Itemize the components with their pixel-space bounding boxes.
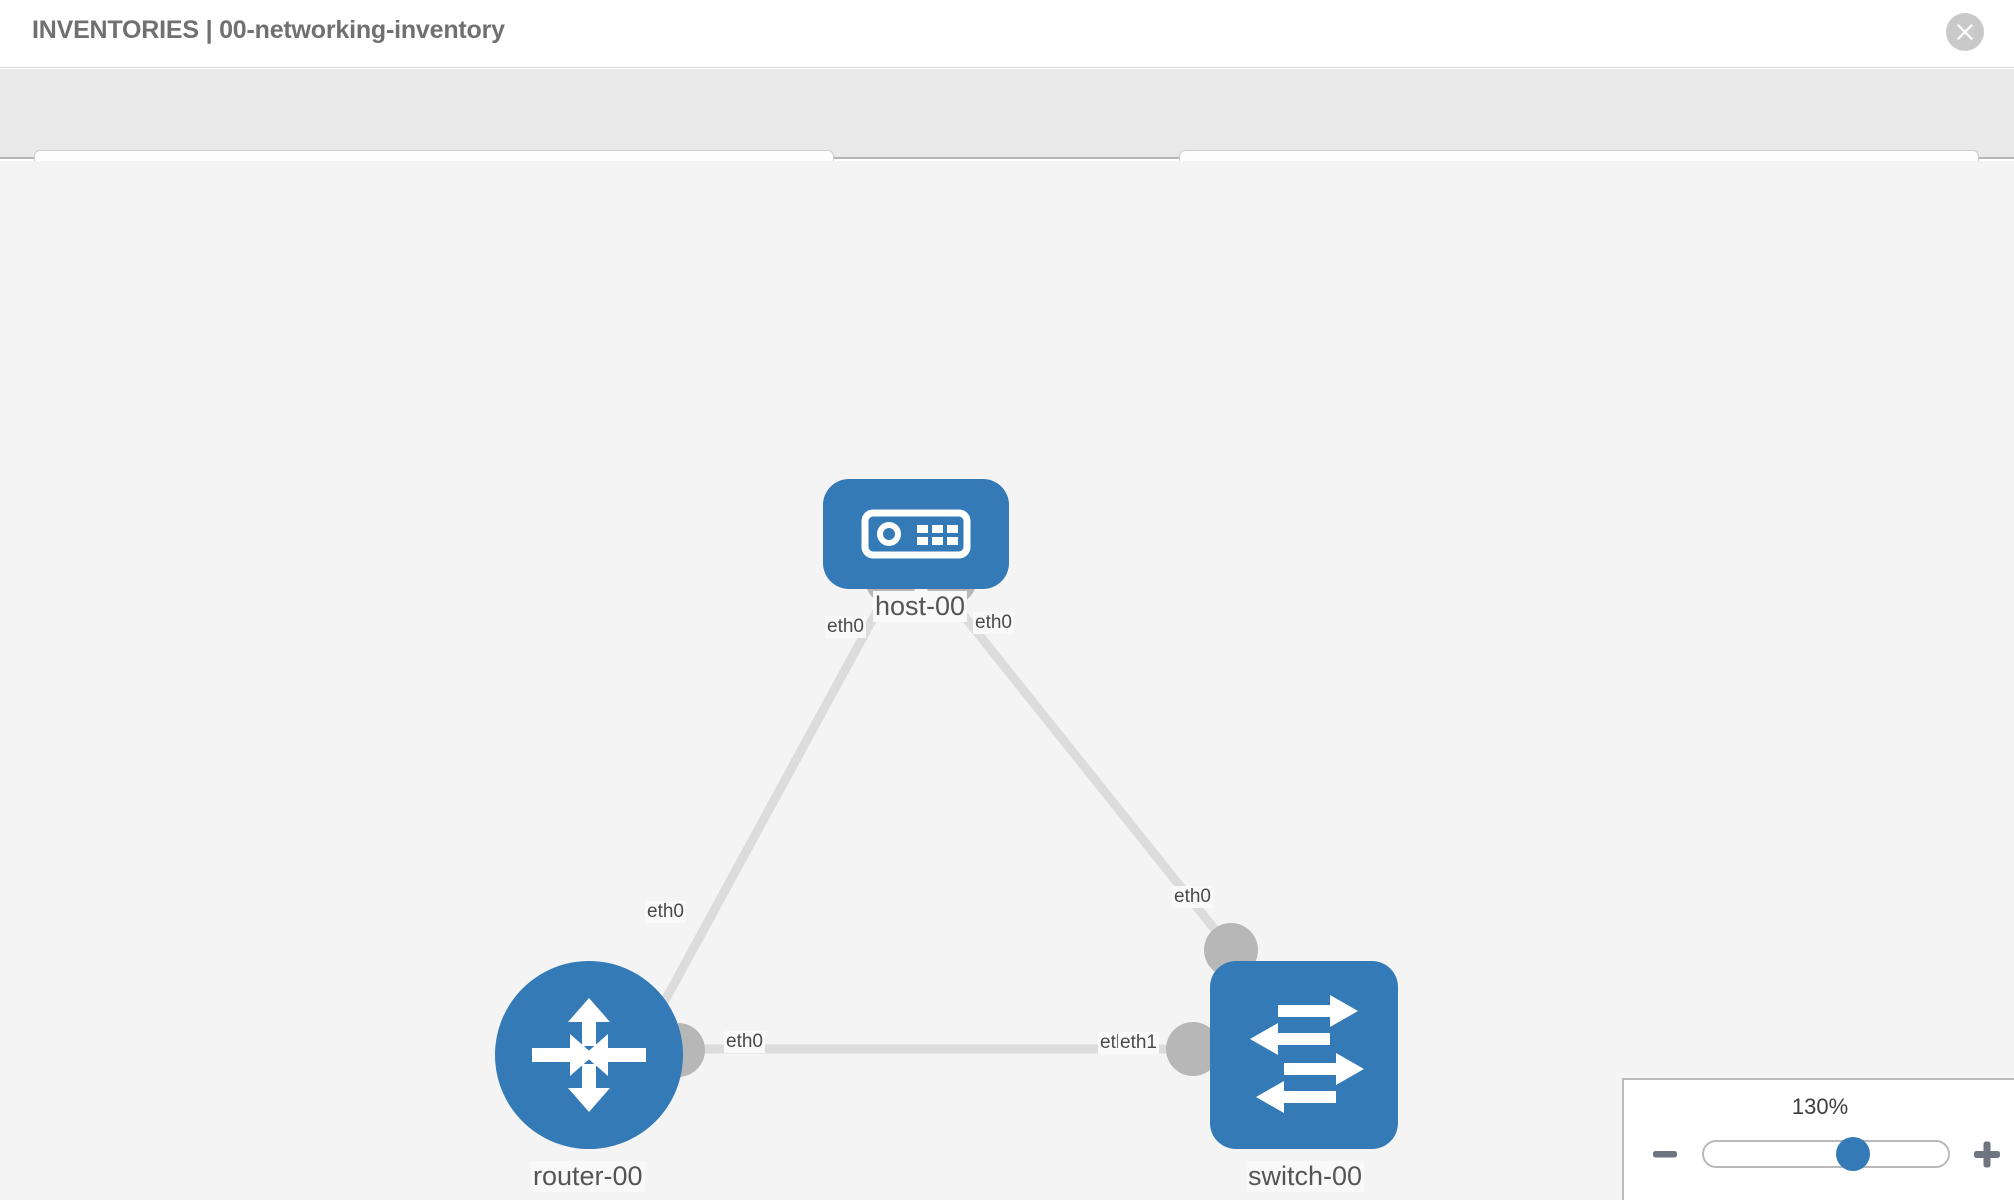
interface-label-switch-to-router: eth1: [1118, 1032, 1159, 1054]
node-label-switch-00: switch-00: [1246, 1161, 1365, 1192]
interface-label-switch-to-host: eth0: [1172, 886, 1213, 908]
zoom-control-panel: 130%: [1622, 1078, 2014, 1200]
zoom-slider-row: [1624, 1132, 2014, 1176]
node-label-host-00: host-00: [873, 591, 968, 622]
plus-icon[interactable]: [1964, 1132, 2010, 1176]
node-host-00[interactable]: [823, 479, 1009, 589]
zoom-level-value: 130%: [1791, 1094, 1849, 1119]
router-four-arrows-icon: [532, 998, 646, 1112]
interface-label-host-left: eth0: [825, 616, 866, 638]
topology-links: [651, 569, 1258, 1077]
page-header: INVENTORIES | 00-networking-inventory: [0, 0, 2014, 68]
node-switch-00[interactable]: [1210, 961, 1398, 1149]
switch-arrows-icon: [1250, 995, 1364, 1113]
topology-canvas[interactable]: host-00 eth0 eth0 router-00 eth0 eth0: [0, 161, 2014, 1200]
interface-label-router-to-host: eth0: [645, 901, 686, 923]
close-icon[interactable]: [1946, 13, 1984, 51]
page-title: INVENTORIES | 00-networking-inventory: [32, 16, 505, 44]
interface-label-router-to-switch: eth0: [724, 1031, 765, 1053]
zoom-slider-track[interactable]: [1702, 1137, 1950, 1171]
zoom-slider-thumb[interactable]: [1835, 1137, 1870, 1171]
topology-toolbar: ACTIONS SEARCH: [0, 69, 2014, 202]
node-router-00[interactable]: [495, 961, 683, 1149]
node-label-router-00: router-00: [531, 1161, 645, 1192]
server-appliance-icon: [861, 509, 971, 559]
interface-label-host-right: eth0: [973, 612, 1014, 634]
minus-icon[interactable]: [1642, 1132, 1688, 1176]
